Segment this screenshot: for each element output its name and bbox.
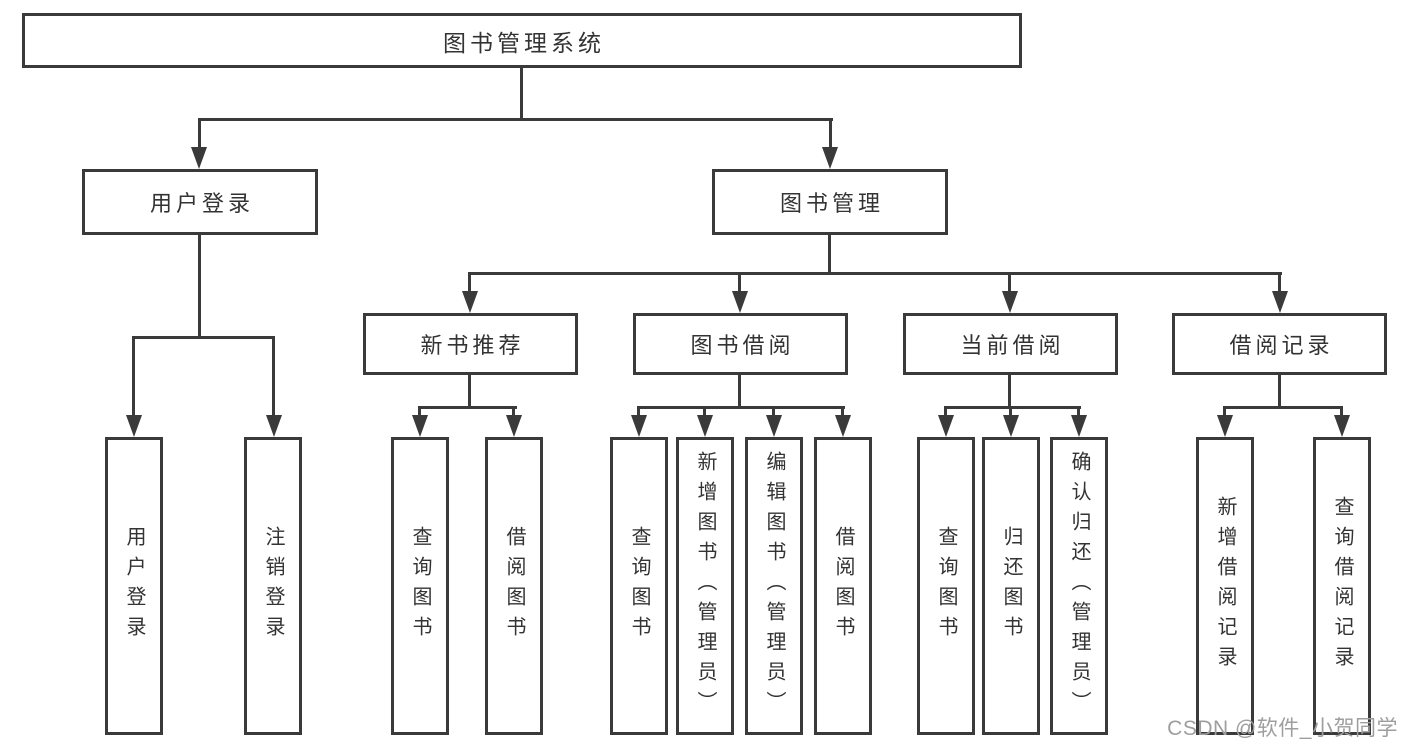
connector-line — [1278, 375, 1281, 409]
node-label: 借阅图书 — [832, 526, 854, 646]
connector-line — [198, 235, 201, 336]
leaf-return-book: 归还图书 — [982, 437, 1040, 735]
node-label: 新增图书（管理员） — [694, 451, 716, 721]
connector-line — [703, 406, 706, 418]
node-library-system: 图书管理系统 — [22, 13, 1022, 68]
connector-line — [637, 406, 845, 409]
arrow-down-icon — [266, 415, 282, 437]
connector-line — [512, 406, 515, 418]
node-label: 新书推荐 — [420, 333, 525, 358]
connector-line — [944, 406, 1081, 409]
arrow-down-icon — [1334, 415, 1350, 437]
arrow-down-icon — [126, 415, 142, 437]
connector-line — [198, 118, 201, 149]
node-label: 注销登录 — [262, 526, 284, 646]
connector-line — [738, 375, 741, 409]
leaf-user-login: 用户登录 — [105, 437, 163, 735]
connector-line — [772, 406, 775, 418]
connector-line — [132, 336, 135, 417]
connector-line — [520, 68, 523, 118]
leaf-add-book-admin: 新增图书（管理员） — [676, 437, 734, 735]
leaf-query-books-borrow: 查询图书 — [610, 437, 668, 735]
arrow-down-icon — [1272, 291, 1288, 313]
connector-line — [1278, 272, 1281, 294]
leaf-edit-book-admin: 编辑图书（管理员） — [745, 437, 803, 735]
arrow-down-icon — [835, 415, 851, 437]
node-label: 查询图书 — [628, 526, 650, 646]
connector-line — [198, 118, 833, 121]
node-label: 借阅记录 — [1229, 333, 1334, 358]
node-label: 查询借阅记录 — [1331, 496, 1353, 676]
connector-line — [841, 406, 844, 418]
arrow-down-icon — [732, 291, 748, 313]
connector-line — [132, 336, 275, 339]
arrow-down-icon — [631, 415, 647, 437]
connector-line — [1223, 406, 1226, 418]
node-label: 新增借阅记录 — [1214, 496, 1236, 676]
node-label: 编辑图书（管理员） — [763, 451, 785, 721]
arrow-down-icon — [938, 415, 954, 437]
leaf-add-borrow-record: 新增借阅记录 — [1196, 437, 1254, 735]
node-new-book-recommend: 新书推荐 — [363, 313, 578, 375]
node-label: 借阅图书 — [503, 526, 525, 646]
node-label: 图书借阅 — [690, 333, 795, 358]
leaf-query-books-current: 查询图书 — [917, 437, 975, 735]
arrow-down-icon — [822, 147, 838, 169]
node-label: 用户登录 — [149, 191, 254, 216]
node-label: 查询图书 — [409, 526, 431, 646]
arrow-down-icon — [766, 415, 782, 437]
node-label: 确认归还（管理员） — [1068, 451, 1090, 721]
connector-line — [272, 336, 275, 417]
node-borrow-records: 借阅记录 — [1172, 313, 1387, 375]
connector-line — [1009, 406, 1012, 418]
arrow-down-icon — [462, 291, 478, 313]
connector-line — [468, 375, 471, 409]
node-user-login: 用户登录 — [82, 169, 318, 235]
arrow-down-icon — [1002, 291, 1018, 313]
connector-line — [1340, 406, 1343, 418]
connector-line — [1008, 272, 1011, 294]
node-label: 图书管理系统 — [443, 29, 605, 56]
connector-line — [829, 118, 832, 149]
leaf-query-borrow-record: 查询借阅记录 — [1313, 437, 1371, 735]
connector-line — [1008, 375, 1011, 409]
connector-line — [828, 235, 831, 272]
leaf-logout: 注销登录 — [244, 437, 302, 735]
node-label: 用户登录 — [123, 526, 145, 646]
connector-line — [418, 406, 421, 418]
arrow-down-icon — [506, 415, 522, 437]
connector-line — [468, 272, 1282, 275]
connector-line — [1077, 406, 1080, 418]
node-label: 当前借阅 — [960, 333, 1065, 358]
leaf-borrow-books-recommend: 借阅图书 — [485, 437, 543, 735]
arrow-down-icon — [1217, 415, 1233, 437]
connector-line — [637, 406, 640, 418]
node-label: 归还图书 — [1000, 526, 1022, 646]
arrow-down-icon — [697, 415, 713, 437]
arrow-down-icon — [191, 147, 207, 169]
connector-line — [418, 406, 517, 409]
node-book-management: 图书管理 — [712, 169, 948, 235]
connector-line — [1223, 406, 1343, 409]
leaf-borrow-books: 借阅图书 — [814, 437, 872, 735]
connector-line — [738, 272, 741, 294]
node-current-borrow: 当前借阅 — [903, 313, 1118, 375]
node-label: 查询图书 — [935, 526, 957, 646]
connector-line — [944, 406, 947, 418]
leaf-confirm-return-admin: 确认归还（管理员） — [1050, 437, 1108, 735]
arrow-down-icon — [1071, 415, 1087, 437]
leaf-query-books-recommend: 查询图书 — [391, 437, 449, 735]
arrow-down-icon — [1003, 415, 1019, 437]
connector-line — [468, 272, 471, 294]
arrow-down-icon — [412, 415, 428, 437]
watermark: CSDN @软件_小贺同学 — [1167, 717, 1398, 740]
node-label: 图书管理 — [779, 191, 884, 216]
node-book-borrow: 图书借阅 — [633, 313, 848, 375]
